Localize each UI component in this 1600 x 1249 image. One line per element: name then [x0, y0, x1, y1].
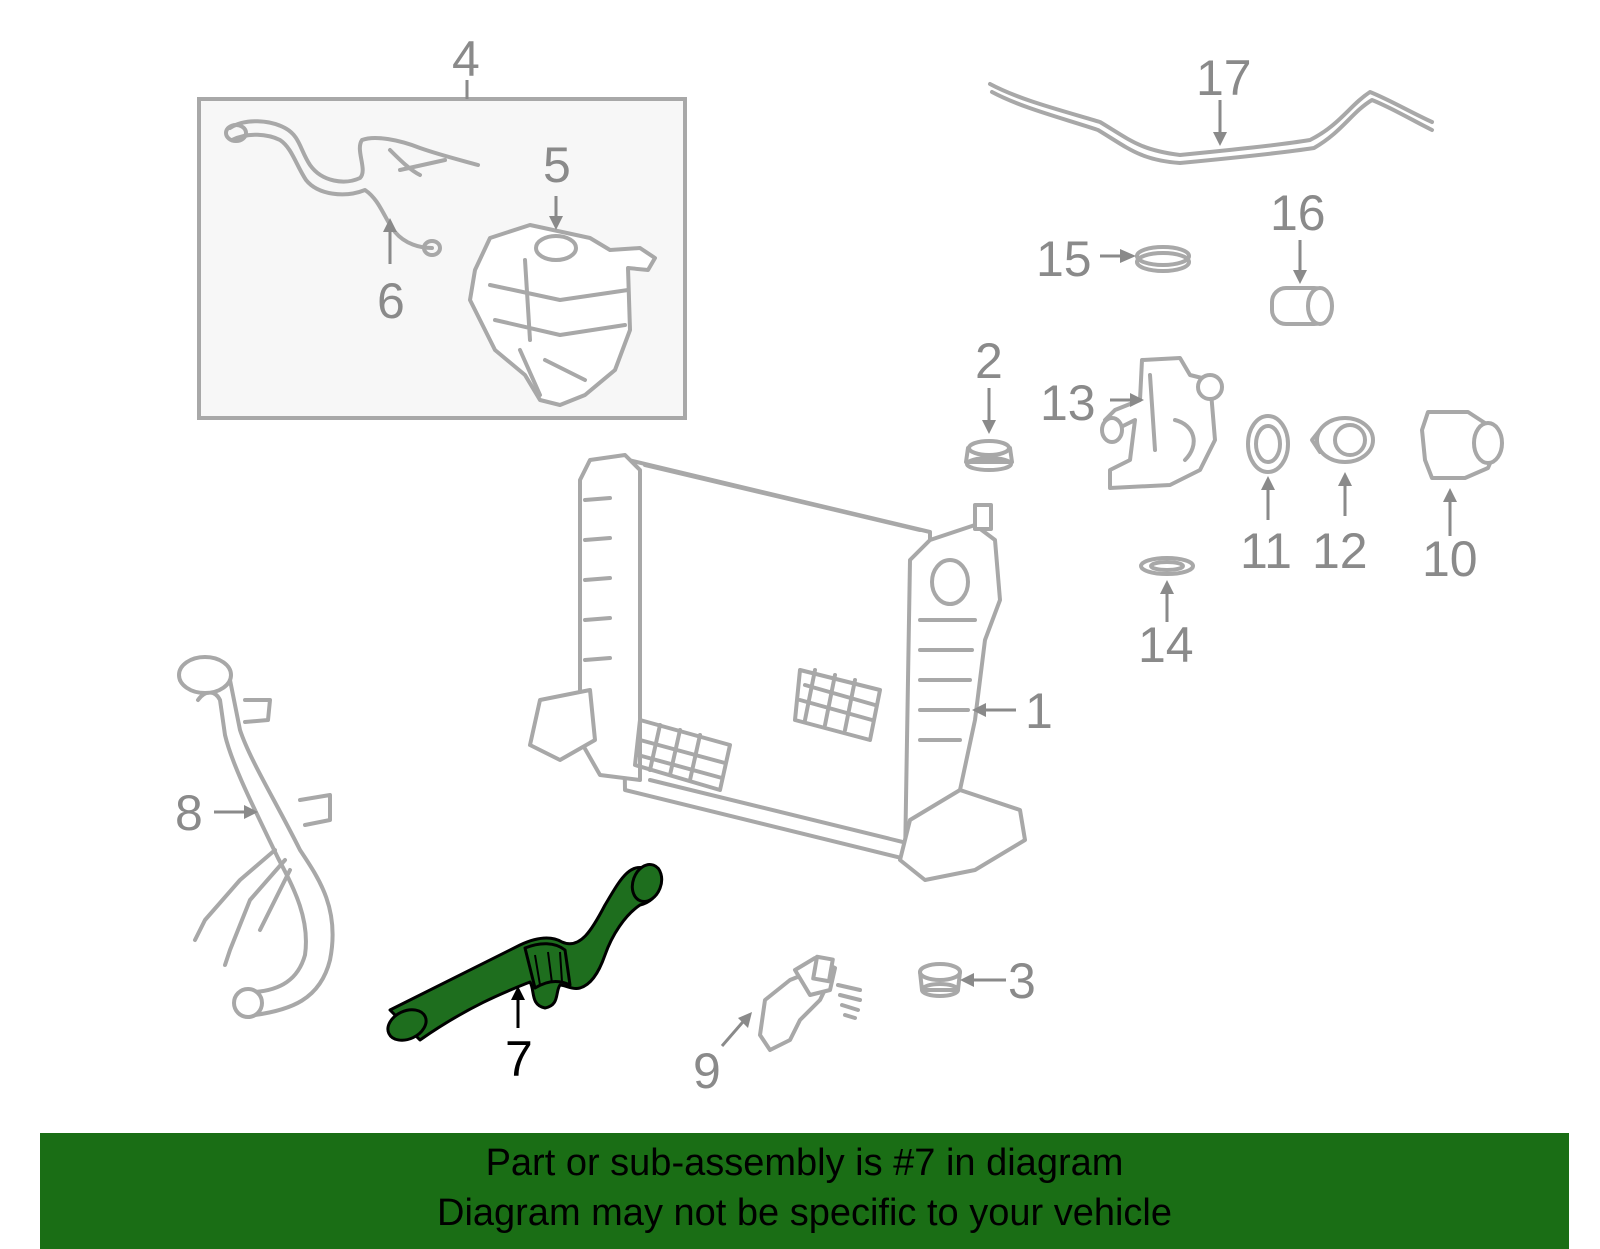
callout-9: 9 — [693, 1043, 721, 1099]
callout-5: 5 — [543, 137, 571, 193]
part-17-tube[interactable] — [988, 82, 1434, 165]
banner-line-disclaimer: Diagram may not be specific to your vehi… — [437, 1192, 1172, 1234]
callout-7: 7 — [505, 1031, 533, 1087]
part-12-thermostat[interactable] — [1310, 416, 1375, 516]
banner-line-part-number: Part or sub-assembly is #7 in diagram — [485, 1142, 1124, 1184]
part-6-hose[interactable] — [224, 119, 480, 264]
callout-12: 12 — [1312, 523, 1368, 579]
part-5-reservoir[interactable] — [468, 196, 657, 407]
callout-3: 3 — [1008, 953, 1036, 1009]
part-2-plug[interactable] — [964, 388, 1014, 472]
callout-10: 10 — [1422, 531, 1478, 587]
part-3-grommet[interactable] — [918, 962, 1006, 998]
part-13-housing[interactable] — [1100, 356, 1224, 490]
callout-16: 16 — [1270, 185, 1326, 241]
part-7-hose-highlighted[interactable] — [383, 860, 667, 1046]
callout-6: 6 — [377, 273, 405, 329]
part-10-outlet[interactable] — [1420, 410, 1504, 536]
info-banner: Part or sub-assembly is #7 in diagram Di… — [40, 1133, 1569, 1249]
callout-13: 13 — [1040, 375, 1096, 431]
part-8-hose[interactable] — [177, 655, 335, 1019]
callout-11: 11 — [1240, 523, 1292, 579]
part-11-gasket[interactable] — [1246, 414, 1290, 520]
part-1-radiator[interactable] — [528, 453, 1027, 882]
callout-2: 2 — [975, 333, 1003, 389]
callout-15: 15 — [1036, 231, 1092, 287]
callout-4: 4 — [452, 31, 480, 87]
callout-14: 14 — [1138, 617, 1194, 673]
part-14-o-ring[interactable] — [1139, 556, 1195, 622]
part-16-sleeve[interactable] — [1270, 240, 1334, 326]
callout-8: 8 — [175, 785, 203, 841]
part-9-valve[interactable] — [720, 954, 862, 1052]
part-15-seal[interactable] — [1100, 245, 1191, 273]
callout-17: 17 — [1196, 50, 1252, 106]
callout-1: 1 — [1025, 683, 1053, 739]
